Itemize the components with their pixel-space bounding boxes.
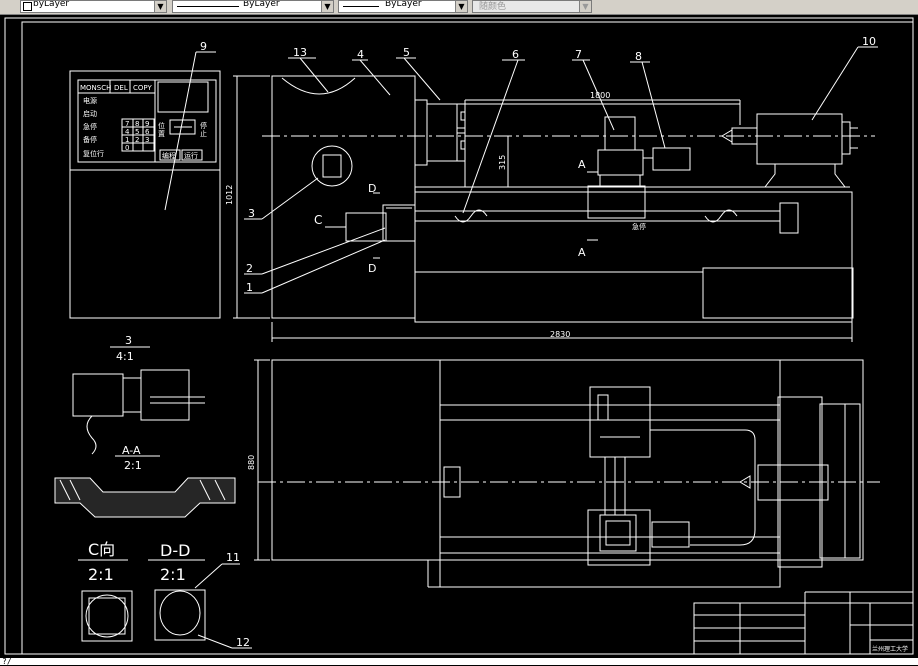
dimension-1012: 1012 xyxy=(225,185,234,205)
chevron-down-icon[interactable]: ▼ xyxy=(455,1,467,12)
chevron-down-icon[interactable]: ▼ xyxy=(321,1,333,12)
part-balloons xyxy=(164,46,878,649)
panel-row-label: 复位行 xyxy=(83,149,104,158)
balloon-5: 5 xyxy=(403,46,410,59)
panel-side-label: 止 xyxy=(200,129,207,138)
keypad-key: 6 xyxy=(145,128,150,136)
panel-side-label: 停 xyxy=(200,121,207,130)
dimension-880: 880 xyxy=(247,455,256,470)
command-prompt: ?/ xyxy=(2,657,12,666)
title-block-school: 兰州理工大学 xyxy=(872,645,908,653)
balloon-13: 13 xyxy=(293,46,307,59)
panel-row-label: 电源 xyxy=(83,96,97,105)
balloon-8: 8 xyxy=(635,50,642,63)
section-aa-scale: 2:1 xyxy=(124,459,142,472)
layer-combo[interactable]: byLayer ▼ xyxy=(20,0,167,13)
keypad-key: 8 xyxy=(135,120,139,128)
panel-key-copy: COPY xyxy=(133,84,152,92)
keypad-key: 4 xyxy=(125,128,130,136)
linetype-combo[interactable]: ByLayer ▼ xyxy=(172,0,334,13)
panel-bottom-label: 编程 xyxy=(162,151,176,160)
panel-row-label: 备停 xyxy=(83,135,97,144)
section-dd-title: D-D xyxy=(160,541,190,560)
balloon-3: 3 xyxy=(248,207,255,220)
cad-drawing[interactable]: MONSCH DEL COPY 电源 启动 急停 备停 复位行 7 8 9 4 … xyxy=(0,15,918,658)
panel-row-label: 启动 xyxy=(83,109,97,118)
chevron-down-icon[interactable]: ▼ xyxy=(579,1,591,12)
command-line[interactable]: ?/ xyxy=(0,657,918,666)
color-swatch-icon xyxy=(23,2,32,11)
view-c-title: C向 xyxy=(88,540,115,559)
lineweight-combo[interactable]: ByLayer ▼ xyxy=(338,0,468,13)
lathe-plan-view xyxy=(254,359,880,588)
carriage-label: 急停 xyxy=(632,222,646,231)
keypad-key: 7 xyxy=(125,120,129,128)
section-mark-a: A xyxy=(578,158,586,171)
panel-key-del: DEL xyxy=(114,84,128,92)
view-mark-c: C xyxy=(314,213,322,227)
detail-3-title: 3 xyxy=(125,334,132,347)
keypad-key: 3 xyxy=(145,136,149,144)
balloon-6: 6 xyxy=(512,48,519,61)
dimension-315: 315 xyxy=(498,155,507,170)
view-c-scale: 2:1 xyxy=(88,565,114,584)
panel-key-monsch: MONSCH xyxy=(80,84,111,92)
chevron-down-icon[interactable]: ▼ xyxy=(154,1,166,12)
balloon-7: 7 xyxy=(575,48,582,61)
section-mark-a: A xyxy=(578,246,586,259)
keypad-key: 2 xyxy=(135,136,139,144)
keypad-key: 5 xyxy=(135,128,139,136)
drawing-frame xyxy=(21,21,914,655)
dimension-2830: 2830 xyxy=(550,330,570,339)
balloon-9: 9 xyxy=(200,40,207,53)
drawing-canvas[interactable]: MONSCH DEL COPY 电源 启动 急停 备停 复位行 7 8 9 4 … xyxy=(0,15,918,658)
balloon-1: 1 xyxy=(246,281,253,294)
properties-toolbar: byLayer ▼ ByLayer ▼ ByLayer ▼ 随颜色 ▼ xyxy=(0,0,918,15)
color-combo[interactable]: 随颜色 ▼ xyxy=(472,0,592,13)
lathe-front-view xyxy=(233,75,875,342)
section-mark-d: D xyxy=(368,262,376,275)
drawing-border xyxy=(4,17,914,655)
detail-3-scale: 4:1 xyxy=(116,350,134,363)
section-dd-scale: 2:1 xyxy=(160,565,186,584)
section-aa-title: A-A xyxy=(122,444,141,457)
panel-side-label: 位 xyxy=(158,121,165,130)
panel-bottom-label: 运行 xyxy=(184,151,198,160)
dimension-1800: 1800 xyxy=(590,91,610,100)
panel-side-label: 置 xyxy=(158,130,165,138)
section-mark-d: D xyxy=(368,182,376,195)
panel-row-label: 急停 xyxy=(83,122,97,131)
keypad-key: 9 xyxy=(145,120,149,128)
title-block xyxy=(693,591,914,655)
balloon-11: 11 xyxy=(226,551,240,564)
keypad-key: 0 xyxy=(125,144,129,152)
detail-views xyxy=(54,346,236,642)
control-panel xyxy=(69,70,221,319)
balloon-4: 4 xyxy=(357,48,364,61)
balloon-10: 10 xyxy=(862,35,876,48)
balloon-12: 12 xyxy=(236,636,250,649)
balloon-2: 2 xyxy=(246,262,253,275)
keypad-key: 1 xyxy=(125,136,129,144)
